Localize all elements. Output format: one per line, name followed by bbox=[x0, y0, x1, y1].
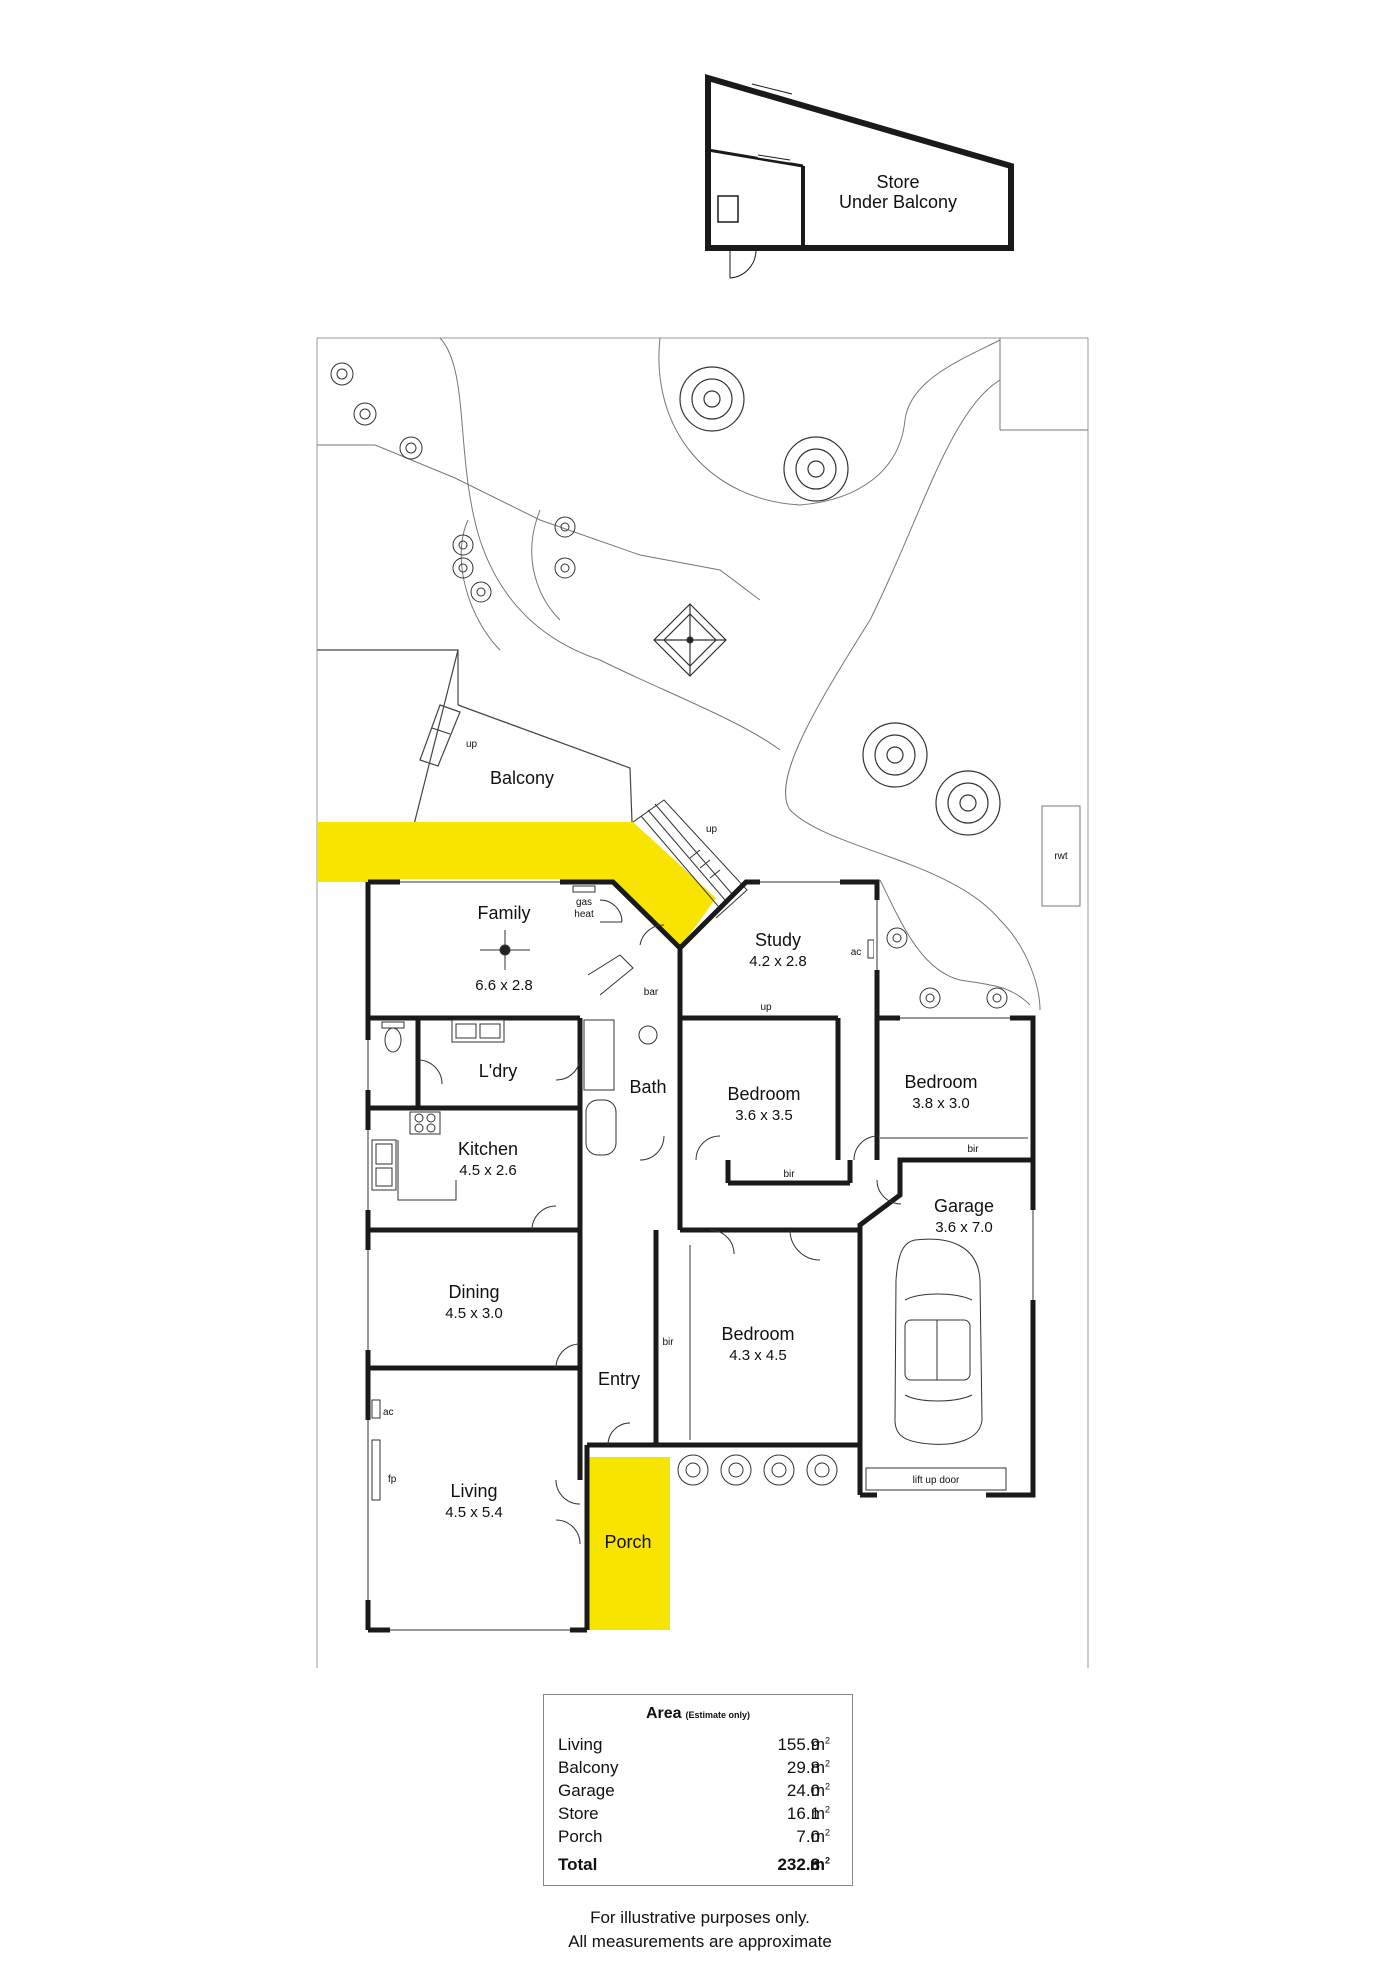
bir-main-label: bir bbox=[662, 1337, 674, 1348]
area-row-balcony: Balcony 29.8 m2 bbox=[558, 1758, 830, 1780]
family-label: Family bbox=[478, 903, 531, 923]
garage-dims: 3.6 x 7.0 bbox=[935, 1219, 993, 1236]
area-row-total: Total 232.8 m2 bbox=[558, 1855, 830, 1877]
porch-highlight bbox=[587, 1457, 670, 1630]
area-row-name: Balcony bbox=[558, 1758, 619, 1777]
store-label: Store bbox=[876, 172, 919, 192]
window-panes bbox=[367, 881, 1034, 1631]
area-row-name: Garage bbox=[558, 1781, 615, 1800]
living-dims: 4.5 x 5.4 bbox=[445, 1504, 503, 1521]
disclaimer-line-2: All measurements are approximate bbox=[568, 1932, 832, 1951]
dining-label: Dining bbox=[448, 1282, 499, 1302]
dining-dims: 4.5 x 3.0 bbox=[445, 1305, 503, 1322]
balcony-up-label: up bbox=[466, 739, 478, 750]
area-row-unit: m2 bbox=[810, 1804, 830, 1823]
porch-label: Porch bbox=[604, 1532, 651, 1552]
study-dims: 4.2 x 2.8 bbox=[749, 953, 807, 970]
bir-center-label: bir bbox=[783, 1169, 795, 1180]
store-plan bbox=[705, 74, 1014, 279]
disclaimer-line-1: For illustrative purposes only. bbox=[590, 1908, 810, 1927]
bedroom-center-label: Bedroom bbox=[727, 1084, 800, 1104]
study-up-label: up bbox=[760, 1002, 772, 1013]
bedroom-main-label: Bedroom bbox=[721, 1324, 794, 1344]
balcony-deck-highlight bbox=[317, 822, 716, 948]
study-label: Study bbox=[755, 930, 801, 950]
balcony-outline bbox=[317, 649, 633, 881]
area-total-unit: m2 bbox=[809, 1855, 830, 1874]
area-row-unit: m2 bbox=[810, 1735, 830, 1754]
area-total-name: Total bbox=[558, 1855, 598, 1874]
entry-label: Entry bbox=[598, 1369, 640, 1389]
living-label: Living bbox=[450, 1481, 497, 1501]
tree-icons bbox=[679, 366, 1001, 836]
bedroom-right-label: Bedroom bbox=[904, 1072, 977, 1092]
area-row-unit: m2 bbox=[810, 1781, 830, 1800]
area-row-unit: m2 bbox=[810, 1827, 830, 1846]
area-total-value: 232.8 bbox=[777, 1855, 820, 1874]
area-row-unit: m2 bbox=[810, 1758, 830, 1777]
bath-label: Bath bbox=[629, 1077, 666, 1097]
kitchen-dims: 4.5 x 2.6 bbox=[459, 1162, 517, 1179]
door-swings bbox=[417, 899, 902, 1545]
garage-label: Garage bbox=[934, 1196, 994, 1216]
kitchen-label: Kitchen bbox=[458, 1139, 518, 1159]
gazebo-icon bbox=[653, 603, 727, 677]
area-subtitle: (Estimate only) bbox=[685, 1710, 751, 1720]
area-row-store: Store 16.1 m2 bbox=[558, 1804, 830, 1826]
area-row-name: Porch bbox=[558, 1827, 603, 1846]
area-row-value: 16.1 bbox=[786, 1804, 820, 1823]
fixtures bbox=[371, 885, 1028, 1501]
bedroom-right-dims: 3.8 x 3.0 bbox=[912, 1095, 970, 1112]
bar-label: bar bbox=[644, 987, 659, 998]
outdoor-stair bbox=[632, 799, 748, 919]
bedroom-center-dims: 3.6 x 3.5 bbox=[735, 1107, 793, 1124]
bedroom-main-dims: 4.3 x 4.5 bbox=[729, 1347, 787, 1364]
area-title-text: Area bbox=[645, 1705, 682, 1722]
stair-up-label: up bbox=[706, 824, 718, 835]
laundry-label: L'dry bbox=[479, 1061, 517, 1081]
area-title: Area(Estimate only) bbox=[544, 1705, 852, 1723]
area-row-name: Store bbox=[558, 1804, 599, 1823]
balcony-label: Balcony bbox=[490, 768, 554, 788]
area-row-value: 24.0 bbox=[786, 1781, 820, 1800]
area-row-value: 7.0 bbox=[796, 1827, 820, 1846]
area-row-garage: Garage 24.0 m2 bbox=[558, 1781, 830, 1803]
shrub-icons bbox=[330, 362, 1008, 1486]
area-row-porch: Porch 7.0 m2 bbox=[558, 1827, 830, 1849]
area-row-value: 29.8 bbox=[786, 1758, 820, 1777]
area-row-living: Living 155.9 m2 bbox=[558, 1735, 830, 1757]
heat-label: heat bbox=[574, 909, 594, 920]
garden-paths bbox=[317, 337, 1088, 1011]
area-table: Area(Estimate only) Living 155.9 m2 Balc… bbox=[543, 1694, 853, 1886]
study-ac-label: ac bbox=[851, 947, 862, 958]
area-row-value: 155.9 bbox=[777, 1735, 820, 1754]
living-ac-label: ac bbox=[383, 1407, 394, 1418]
lift-up-door-label: lift up door bbox=[913, 1475, 960, 1486]
fireplace-label: fp bbox=[388, 1474, 397, 1485]
rwt-label: rwt bbox=[1054, 851, 1068, 862]
area-row-name: Living bbox=[558, 1735, 603, 1754]
store-label-2: Under Balcony bbox=[839, 192, 957, 212]
site-boundary bbox=[316, 337, 1089, 1668]
family-dims: 6.6 x 2.8 bbox=[475, 977, 533, 994]
gas-label: gas bbox=[576, 897, 592, 908]
bir-right-label: bir bbox=[967, 1144, 979, 1155]
